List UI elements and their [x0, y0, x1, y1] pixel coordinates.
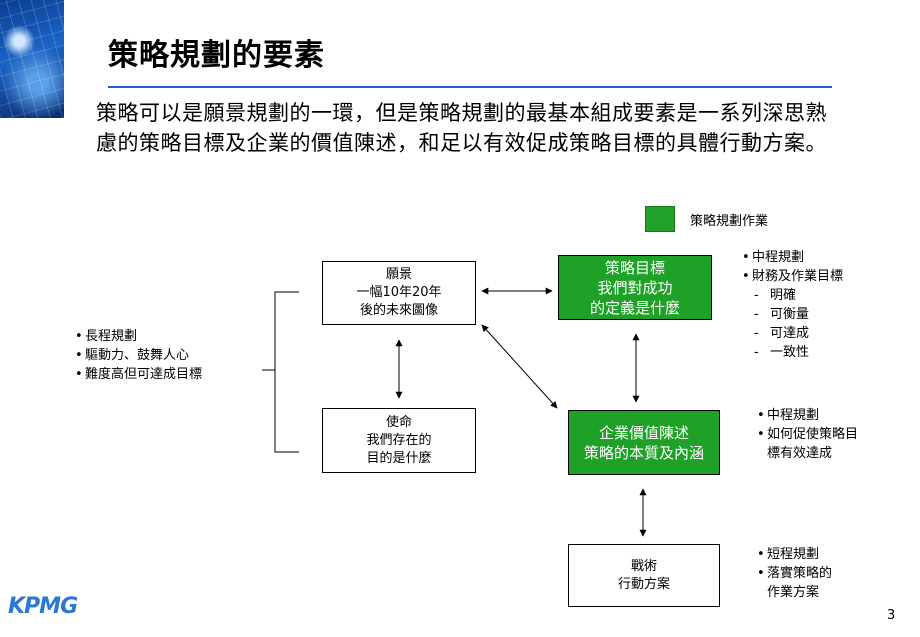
tactics-box: 戰術 行動方案: [568, 544, 720, 607]
values-notes: 中程規劃 如何促使策略目 標有效達成: [757, 406, 858, 463]
globe-graphic: [0, 0, 64, 118]
note-subitem: 可達成: [742, 324, 843, 343]
title-underline: [108, 86, 832, 88]
intro-line-2: 慮的策略目標及企業的價值陳述，和足以有效促成策略目標的具體行動方案。: [96, 131, 827, 155]
vision-title: 願景: [385, 267, 412, 282]
legend-label: 策略規劃作業: [690, 214, 769, 229]
tactics-notes: 短程規劃 落實策略的 作業方案: [757, 545, 832, 602]
mission-box: 使命 我們存在的 目的是什麼: [322, 408, 476, 473]
left-notes: 長程規劃 驅動力、鼓舞人心 難度高但可達成目標: [75, 327, 202, 384]
left-bracket: [274, 291, 299, 453]
strategic-objectives-box: 策略目標 我們對成功 的定義是什麼: [558, 255, 712, 320]
mission-title: 使命: [385, 414, 412, 430]
objectives-notes: 中程規劃 財務及作業目標 明確 可衡量 可達成 一致性: [742, 248, 843, 362]
values-line: 策略的本質及內涵: [583, 443, 704, 462]
legend-swatch: [645, 206, 675, 232]
corporate-values-box: 企業價值陳述 策略的本質及內涵: [568, 410, 720, 475]
note-subitem: 可衡量: [742, 305, 843, 324]
slide-title: 策略規劃的要素: [108, 38, 325, 73]
objectives-title: 策略目標: [604, 258, 665, 277]
note-item: 財務及作業目標: [742, 267, 843, 286]
note-item: 短程規劃: [757, 545, 832, 564]
mission-line: 我們存在的: [366, 432, 432, 448]
tactics-line: 行動方案: [617, 576, 670, 592]
note-item: 落實策略的: [757, 564, 832, 583]
objectives-line: 我們對成功: [597, 278, 673, 297]
note-item: 如何促使策略目: [757, 425, 858, 444]
objectives-line: 的定義是什麼: [589, 298, 680, 317]
note-item: 長程規劃: [75, 327, 202, 346]
mission-line: 目的是什麼: [366, 450, 432, 466]
vision-box: 願景 一幅10年20年 後的未來圖像: [322, 261, 476, 325]
values-title: 企業價值陳述: [598, 423, 689, 442]
tactics-title: 戰術: [630, 558, 657, 574]
note-item: 難度高但可達成目標: [75, 365, 202, 384]
kpmg-logo: KPMG: [8, 594, 78, 619]
intro-text: 策略可以是願景規劃的一環，但是策略規劃的最基本組成要素是一系列深思熟 慮的策略目…: [96, 98, 906, 158]
vision-line: 一幅10年20年: [356, 285, 442, 300]
note-subitem: 一致性: [742, 343, 843, 362]
note-item: 中程規劃: [757, 406, 858, 425]
note-continuation: 標有效達成: [767, 446, 833, 461]
note-item: 中程規劃: [742, 248, 843, 267]
intro-line-1: 策略可以是願景規劃的一環，但是策略規劃的最基本組成要素是一系列深思熟: [96, 101, 827, 125]
page-number: 3: [887, 608, 896, 623]
note-item: 驅動力、鼓舞人心: [75, 346, 202, 365]
vision-line: 後的未來圖像: [359, 303, 438, 318]
note-subitem: 明確: [742, 286, 843, 305]
note-continuation: 作業方案: [767, 585, 820, 600]
arrow-vision-values: [481, 324, 558, 409]
